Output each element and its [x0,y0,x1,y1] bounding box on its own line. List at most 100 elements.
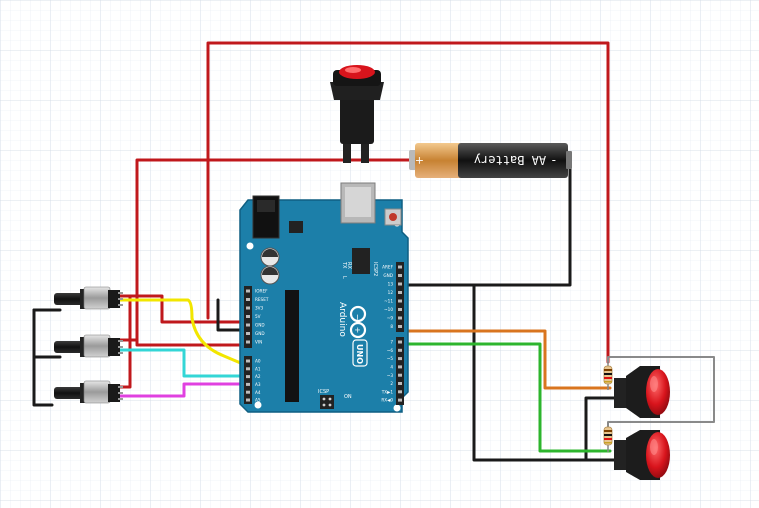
wire-green[interactable] [398,342,612,453]
power-pin-label: RESET [255,297,269,302]
digital-pin[interactable] [398,325,402,328]
analog-pin-label: A1 [255,366,261,371]
on-label: ON [344,394,352,400]
svg-text:−: − [353,314,362,321]
digital-pin[interactable] [398,357,402,361]
potentiometer-1[interactable] [54,286,123,310]
pushbutton-2[interactable] [614,430,670,480]
uno-badge: UNO [352,339,368,367]
digital-pin[interactable] [398,373,402,377]
analog-pin-label: A5 [255,398,261,403]
resistor-1[interactable] [603,362,613,390]
digital-pin-label: 8 [390,324,393,329]
mount-hole [254,401,262,409]
analog-pin[interactable] [246,382,250,386]
arduino-logo-text: Arduino [337,302,347,337]
digital-pin[interactable] [398,299,402,303]
digital-pin[interactable] [398,398,402,402]
aa-battery[interactable]: + AA Battery - [409,143,572,178]
analog-pin[interactable] [246,390,250,394]
svg-text:+: + [353,327,362,334]
power-pin[interactable] [246,306,250,310]
icsp2-label: ICSP2 [372,262,378,276]
analog-header-pins [246,359,250,402]
potentiometer-2[interactable] [54,334,123,358]
power-pin[interactable] [246,332,250,335]
analog-pin-label: A4 [255,390,261,395]
digital-pin-label: 12 [388,290,394,295]
digital-pin[interactable] [398,316,402,320]
power-pin[interactable] [246,289,250,293]
digital-pin[interactable] [398,365,402,369]
svg-text:UNO: UNO [355,344,364,364]
digital-pin[interactable] [398,348,402,352]
wire-black-btn1[interactable] [584,396,622,462]
digital-pin-label: RX◀0 [381,398,393,403]
wire-red-battery[interactable] [135,158,414,347]
power-pin[interactable] [246,298,250,301]
analog-pin[interactable] [246,359,250,363]
digital-pin[interactable] [398,265,402,269]
pushbutton-1[interactable] [614,366,670,418]
power-pin-label: 5V [255,314,261,319]
digital-pin-label: ~9 [387,316,394,321]
arduino-uno-board[interactable]: ICSP2 ICSP ON − + Arduino UNO TX RX L IO… [239,182,409,413]
wire-orange[interactable] [398,329,612,390]
potentiometers [54,286,123,404]
power-pin[interactable] [246,340,250,344]
wire-red-top[interactable] [206,41,610,364]
digital-pin[interactable] [398,274,402,277]
power-pin-label: IOREF [255,289,268,294]
digital-pin-label: ~10 [384,307,393,312]
l-led-label: L [341,276,347,279]
power-pin-label: 3V3 [255,306,264,311]
potentiometer-3[interactable] [54,380,123,404]
digital-pin[interactable] [398,390,402,394]
wire-cyan[interactable] [118,348,250,378]
power-pin-label: GND [255,331,265,336]
digital-pin-label: 2 [390,381,393,386]
digital-pin[interactable] [398,340,402,344]
analog-pin-label: A0 [255,359,261,364]
wire-red-pot3[interactable] [118,294,132,389]
digital-pin-label: ~3 [387,373,394,378]
power-pin[interactable] [246,315,250,318]
pushbutton-power[interactable] [330,65,384,163]
digital-pin-label: GND [383,273,393,278]
digital-pin[interactable] [398,382,402,385]
digital-pin[interactable] [398,308,402,311]
resistor-2[interactable] [603,422,613,452]
digital-pin-label: TX▶1 [381,389,394,394]
digital-pin[interactable] [398,282,402,286]
digital-header-top [396,262,404,332]
power-pin[interactable] [246,323,250,327]
wires [32,41,715,462]
power-header-pins [246,289,250,344]
digital-header-bottom [396,337,404,405]
digital-pin-label: ~5 [387,356,394,361]
digital-pin[interactable] [398,291,402,294]
wire-black-pot-rail[interactable] [32,308,54,407]
analog-pin[interactable] [246,398,250,402]
icsp-header: ICSP [318,389,334,409]
analog-pin-label: A2 [255,374,261,379]
rx-led-label: RX [346,262,352,269]
digital-pin-label: AREF [382,265,393,270]
analog-pin[interactable] [246,367,250,371]
icsp-label: ICSP [318,389,329,395]
wire-magenta[interactable] [118,382,250,398]
digital-pin-label: 4 [390,365,393,370]
analog-pin[interactable] [246,375,250,379]
wire-yellow[interactable] [118,298,250,368]
wire-red-pot-rail[interactable] [118,294,250,324]
analog-pin-label: A3 [255,382,261,387]
digital-pin-label: ~11 [384,299,393,304]
wire-black-gnd[interactable] [216,298,250,332]
digital-pin-label: 7 [390,340,393,345]
mount-hole [246,242,254,250]
arduino-logo: − + [349,305,367,339]
mount-hole [393,404,401,412]
